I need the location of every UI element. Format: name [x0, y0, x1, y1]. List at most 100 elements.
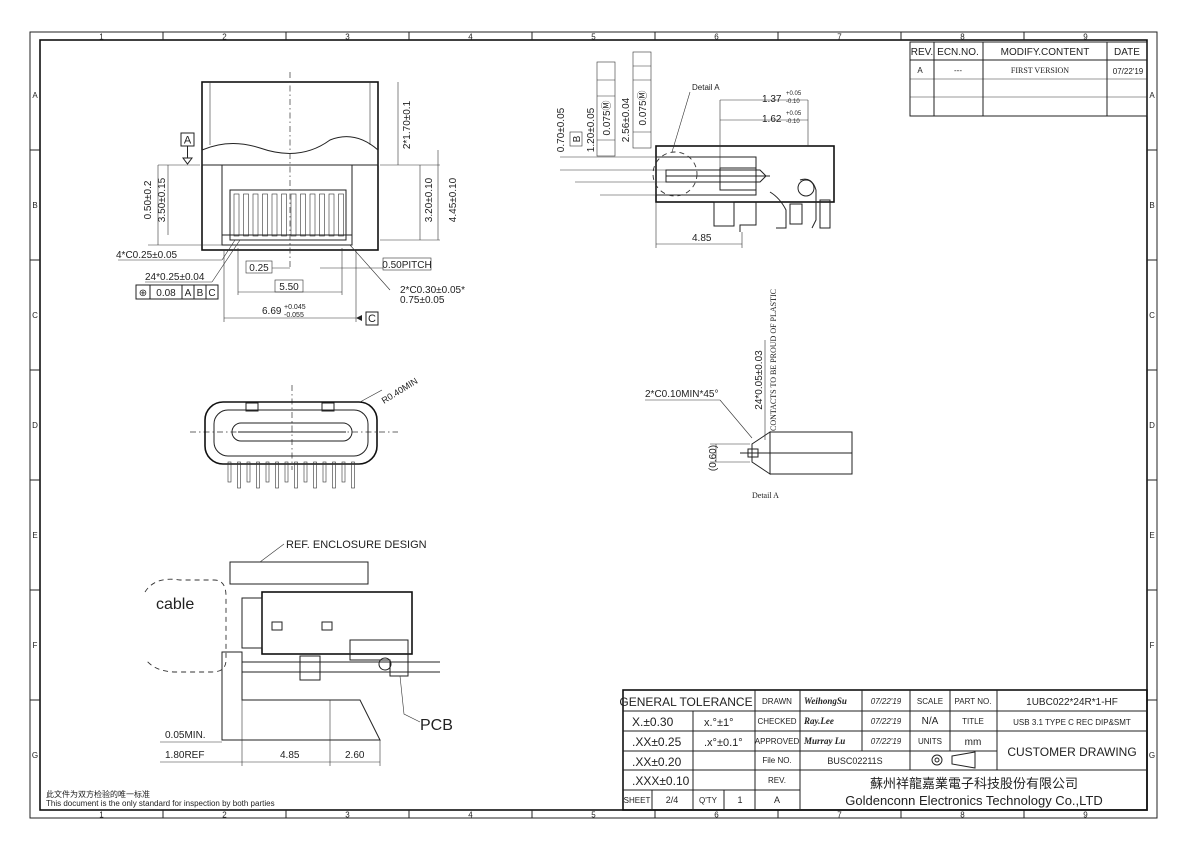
- sheet-frame: [29, 31, 1158, 819]
- zone-column-4-bottom: 4: [468, 811, 473, 820]
- dim-162-upper: +0.05: [786, 111, 802, 117]
- terminal-leg: [227, 461, 232, 483]
- dim-137-lower: -0.10: [786, 99, 800, 105]
- terminal-leg: [237, 461, 241, 489]
- sheet-value: 2/4: [666, 795, 679, 805]
- terminal-leg: [246, 461, 251, 483]
- units-value: mm: [965, 737, 982, 748]
- sheet-label: SHEET: [624, 796, 651, 805]
- zone-column-7-bottom: 7: [837, 811, 842, 820]
- ecn-cell: ---: [954, 66, 962, 75]
- tol-xxx: .XX±0.20: [632, 755, 682, 769]
- datum-b: B: [572, 135, 583, 142]
- zone-row-B-right: B: [1149, 201, 1154, 210]
- contact-pin: [319, 193, 325, 237]
- dim-060: (0.60): [708, 445, 719, 471]
- tol-xxxx: .XXX±0.10: [632, 774, 690, 788]
- projection-symbol: [931, 751, 976, 769]
- dim-24x005: 24*0.05±0.03: [754, 350, 765, 410]
- datum-a: A: [184, 135, 192, 147]
- zone-row-G-right: G: [1149, 751, 1155, 760]
- terminal-leg: [303, 461, 308, 483]
- zone-row-B-left: B: [32, 201, 37, 210]
- revision-table: REV. ECN.NO. MODIFY.CONTENT DATE A --- F…: [909, 41, 1148, 117]
- zone-row-A-right: A: [1149, 91, 1155, 100]
- dim-pitch: 0.50PITCH: [382, 260, 431, 271]
- dim-2xc030: 2*C0.30±0.05*: [400, 285, 465, 296]
- drawn-label: DRAWN: [762, 697, 792, 706]
- terminal-leg: [275, 461, 279, 489]
- customer-drawing: CUSTOMER DRAWING: [1007, 745, 1136, 759]
- rev-header: REV.: [911, 47, 933, 58]
- contact-pin: [328, 193, 335, 237]
- chamfer-note: 2*C0.10MIN*45°: [645, 389, 718, 400]
- zone-column-9-top: 9: [1083, 33, 1088, 42]
- tol-xx: .XX±0.25: [632, 735, 682, 749]
- checked-date: 07/22'19: [871, 717, 902, 726]
- dim-445: 4.45±0.10: [448, 177, 459, 222]
- terminal-leg: [332, 461, 336, 489]
- ecn-header: ECN.NO.: [937, 47, 979, 58]
- contact-pin: [338, 193, 344, 237]
- contact-pin: [271, 193, 278, 237]
- dim-669-lower: -0.055: [284, 312, 304, 319]
- file-no-value: BUSC02211S: [827, 756, 882, 766]
- zone-column-2-bottom: 2: [222, 811, 227, 820]
- dim-025: 0.25: [249, 263, 269, 274]
- cable-label: cable: [156, 596, 194, 613]
- terminal-leg: [256, 461, 260, 489]
- dim-162-lower: -0.10: [786, 119, 800, 125]
- company-en: Goldenconn Electronics Technology Co.,LT…: [845, 793, 1103, 808]
- title-label: TITLE: [962, 717, 984, 726]
- dim-260: 2.60: [345, 750, 365, 761]
- checked-name: Ray.Lee: [803, 716, 834, 726]
- part-no-label: PART NO.: [955, 697, 992, 706]
- content-cell: FIRST VERSION: [1011, 66, 1069, 75]
- zone-row-F-right: F: [1150, 641, 1155, 650]
- zone-column-4-top: 4: [468, 33, 473, 42]
- file-no-label: File NO.: [762, 756, 791, 765]
- contact-pin: [309, 193, 316, 237]
- front-view: R0.40MIN: [190, 376, 420, 489]
- zone-column-8-bottom: 8: [960, 811, 965, 820]
- dim-120: 1.20±0.05: [586, 107, 597, 152]
- contact-pin: [290, 193, 297, 237]
- dim-162: 1.62: [762, 114, 782, 125]
- date-header: DATE: [1114, 47, 1140, 58]
- zone-row-E-right: E: [1149, 531, 1154, 540]
- dim-137-upper: +0.05: [786, 91, 802, 97]
- company-cn: 蘇州祥龍嘉業電子科技股份有限公司: [870, 776, 1078, 791]
- zone-column-1-top: 1: [99, 33, 104, 42]
- dim-005: 0.05MIN.: [165, 730, 206, 741]
- dim-180: 1.80REF: [165, 750, 204, 761]
- datum-c: C: [368, 313, 376, 325]
- dim-2x170: 2*1.70±0.1: [402, 100, 413, 149]
- general-tolerance: GENERAL TOLERANCE: [619, 695, 752, 709]
- zone-row-F-left: F: [33, 641, 38, 650]
- side-view: 0.70±0.05 B 1.20±0.05 0.075Ⓜ 2.56±0.04 0…: [556, 51, 835, 248]
- checked-label: CHECKED: [757, 717, 796, 726]
- tol-angle-2: .x°±0.1°: [704, 737, 743, 749]
- tol-x: X.±0.30: [632, 715, 674, 729]
- zone-column-5-top: 5: [591, 33, 596, 42]
- terminal-leg: [313, 461, 317, 489]
- note-chinese: 此文件为双方检验的唯一标准: [46, 789, 150, 799]
- zone-row-D-right: D: [1149, 421, 1155, 430]
- zone-row-C-left: C: [32, 311, 38, 320]
- terminal-leg: [341, 461, 346, 483]
- zone-column-7-top: 7: [837, 33, 842, 42]
- note-english: This document is the only standard for i…: [46, 799, 275, 808]
- dim-320: 3.20±0.10: [424, 177, 435, 222]
- rev-label: REV.: [768, 776, 786, 785]
- pcb-label: PCB: [420, 717, 453, 734]
- scale-value: N/A: [922, 716, 939, 727]
- radius-note: R0.40MIN: [380, 376, 420, 406]
- zone-column-8-top: 8: [960, 33, 965, 42]
- approved-label: APPROVED: [755, 737, 800, 746]
- zone-row-C-right: C: [1149, 311, 1155, 320]
- terminal-leg: [294, 461, 298, 489]
- dim-669-upper: +0.045: [284, 304, 306, 311]
- fcf-side-2: 0.075Ⓜ: [637, 90, 649, 125]
